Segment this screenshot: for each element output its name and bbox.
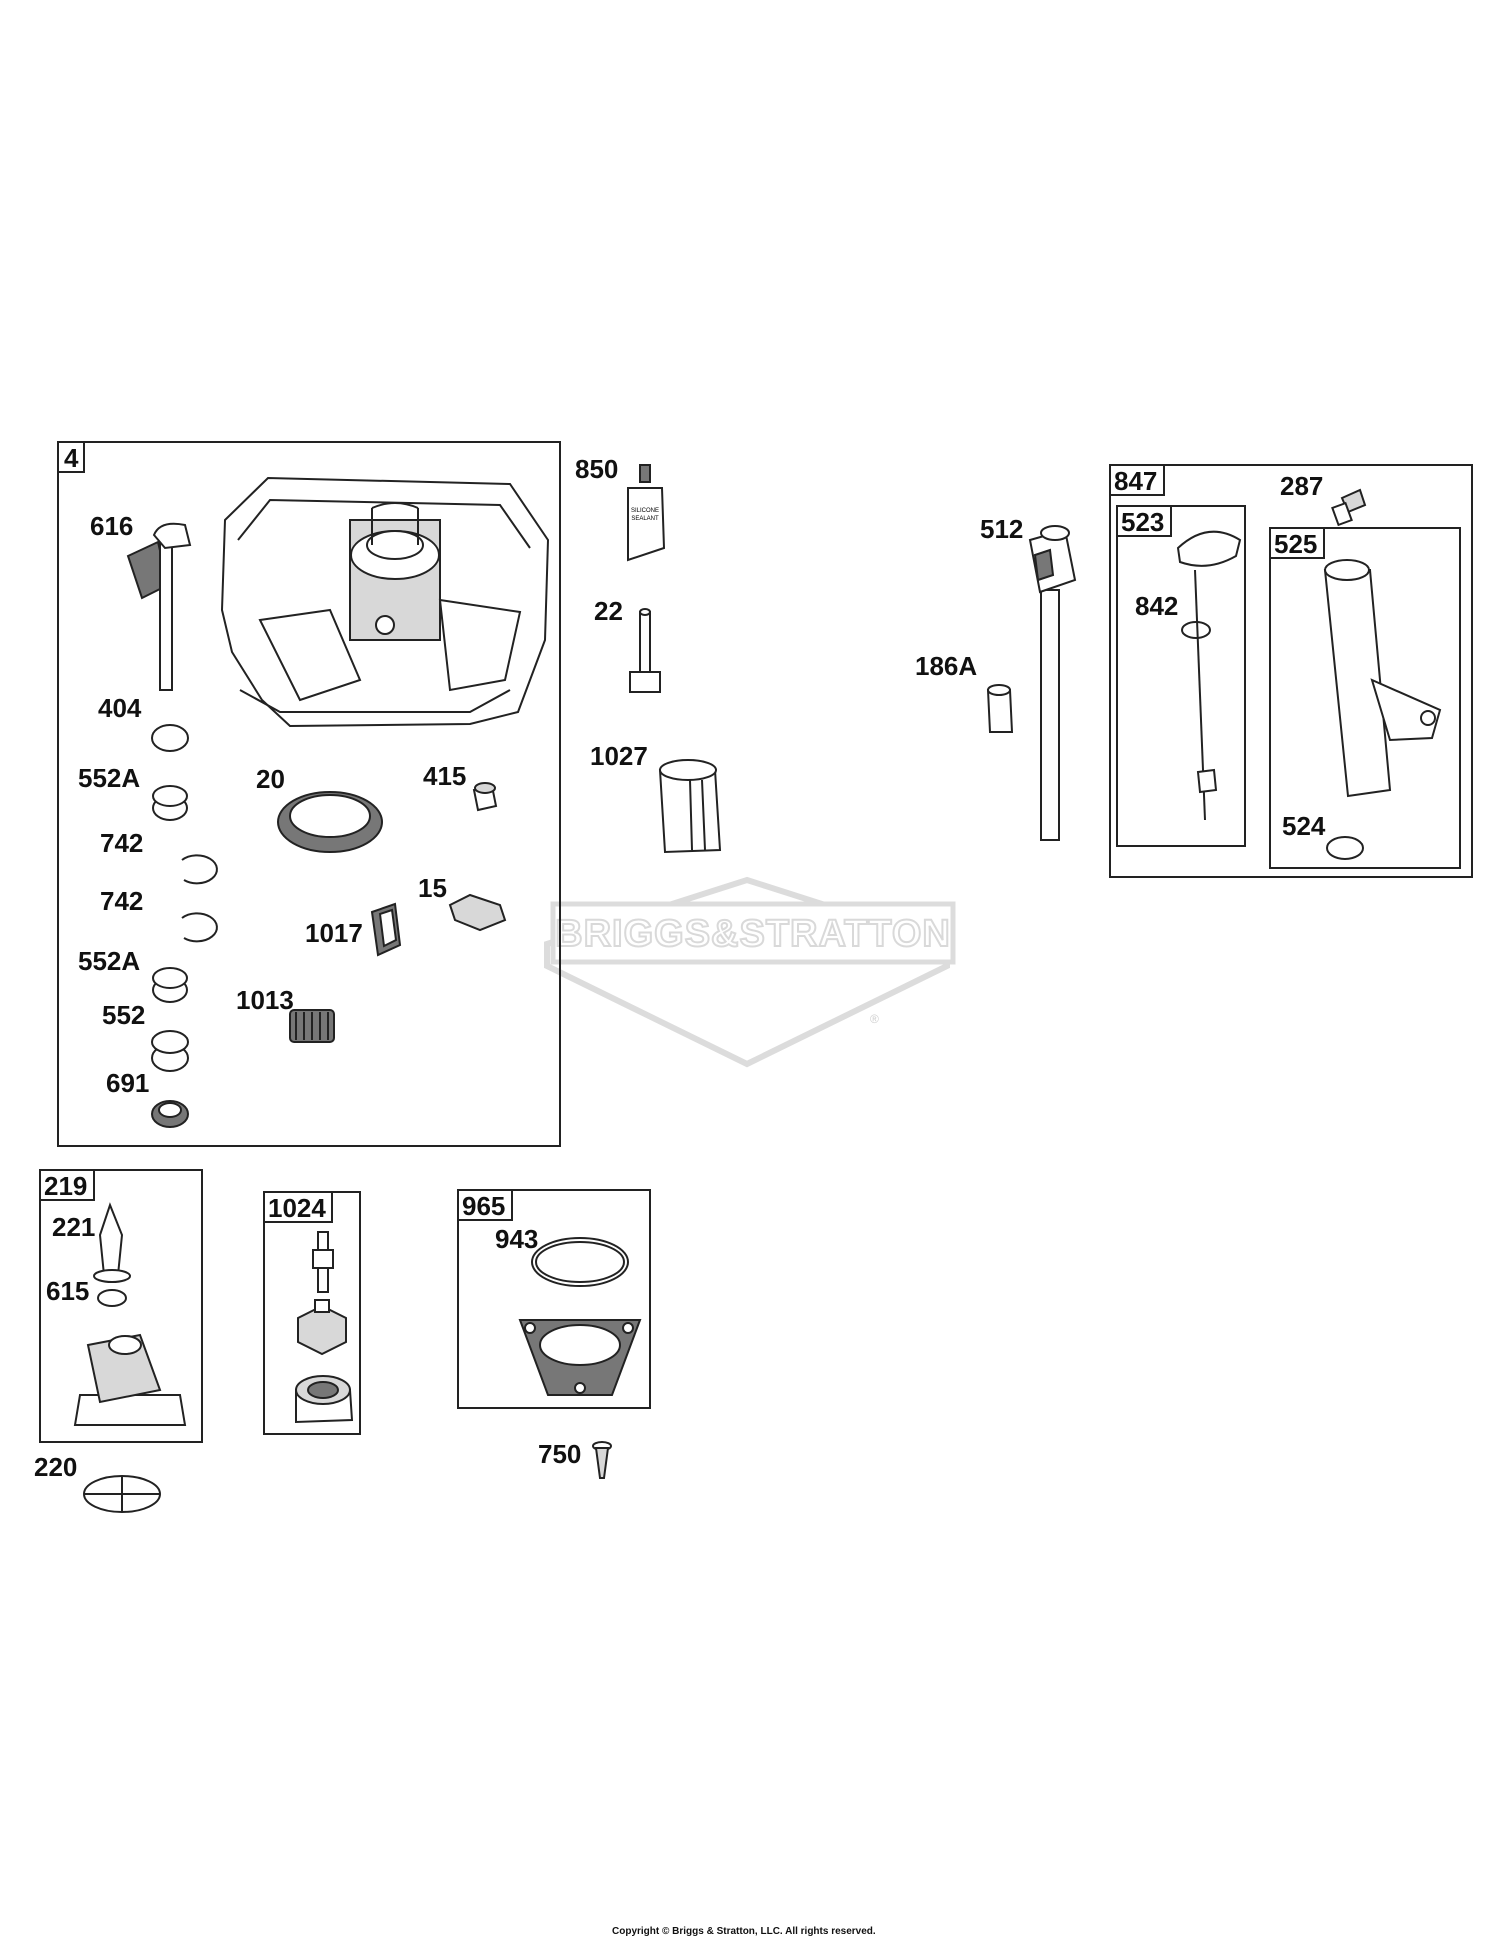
- sealant-tube-text-1: SILICONE: [631, 508, 659, 514]
- label-616: 616: [90, 511, 133, 541]
- sealant-tube-text-2: SEALANT: [631, 516, 659, 522]
- label-404: 404: [98, 693, 142, 723]
- label-186A: 186A: [915, 651, 977, 681]
- o-ring-943-part: [531, 1237, 629, 1287]
- e-ring-742-lower-part: [181, 912, 218, 943]
- screw-287-part: [1331, 488, 1367, 527]
- box-847-tab: [1109, 464, 1165, 496]
- assembly-box-219: [39, 1169, 203, 1443]
- box-525-label: 525: [1274, 529, 1317, 559]
- oil-pump-cover-part: [518, 1319, 642, 1396]
- label-220: 220: [34, 1452, 77, 1482]
- governor-gear-assembly-part: [73, 1333, 187, 1426]
- box-525-tab: [1269, 527, 1325, 559]
- label-415: 415: [423, 761, 466, 791]
- box-219-label: 219: [44, 1171, 87, 1201]
- assembly-box-965: [457, 1189, 651, 1409]
- box-1024-tab: [263, 1191, 333, 1223]
- assembly-box-847: [1109, 464, 1473, 878]
- label-22: 22: [594, 596, 623, 626]
- briggs-stratton-watermark-logo: BRIGGS&STRATTON ®: [544, 876, 956, 1068]
- label-512: 512: [980, 514, 1023, 544]
- box-847-label: 847: [1114, 466, 1157, 496]
- e-ring-742-upper-part: [181, 854, 218, 885]
- label-1013: 1013: [236, 985, 294, 1015]
- plug-15-part: [448, 893, 507, 932]
- bolt-22-part: [629, 608, 661, 693]
- label-20: 20: [256, 764, 285, 794]
- bushing-552A-upper-part: [152, 785, 188, 821]
- label-1017: 1017: [305, 918, 363, 948]
- oil-seal-20-part: [277, 791, 383, 853]
- label-742-upper: 742: [100, 828, 143, 858]
- label-552A-lower: 552A: [78, 946, 140, 976]
- box-965-label: 965: [462, 1191, 505, 1221]
- dipstick-tube-512-part: [1028, 525, 1077, 841]
- screw-750-part: [592, 1441, 612, 1479]
- label-15: 15: [418, 873, 447, 903]
- label-842: 842: [1135, 591, 1178, 621]
- retainer-615-part: [97, 1289, 127, 1307]
- label-221: 221: [52, 1212, 95, 1242]
- oil-pump-rotor-part: [297, 1299, 347, 1356]
- label-287: 287: [1280, 471, 1323, 501]
- label-552A-upper: 552A: [78, 763, 140, 793]
- dipstick-tube-525-part: [1323, 559, 1442, 798]
- watermark-registered-mark: ®: [870, 1012, 879, 1026]
- governor-cup-220-part: [83, 1475, 161, 1513]
- box-4-tab: [57, 441, 85, 473]
- box-523-tab: [1116, 505, 1172, 537]
- washer-404-part: [151, 724, 189, 752]
- label-552: 552: [102, 1000, 145, 1030]
- label-850: 850: [575, 454, 618, 484]
- box-4-label: 4: [64, 443, 79, 473]
- assembly-box-4: [57, 441, 561, 1147]
- bushing-552A-lower-part: [152, 967, 188, 1003]
- grommet-186A-part: [986, 684, 1014, 733]
- o-ring-524-part: [1326, 836, 1364, 860]
- bushing-552-part: [151, 1030, 189, 1072]
- label-691: 691: [106, 1068, 149, 1098]
- crankcase-sump-part: [220, 476, 550, 728]
- oil-pump-shaft-part: [312, 1231, 334, 1293]
- box-219-tab: [39, 1169, 95, 1201]
- assembly-box-523: [1116, 505, 1246, 847]
- oil-filter-1027-part: [658, 759, 722, 854]
- plug-415-part: [472, 782, 498, 812]
- seal-691-part: [151, 1100, 189, 1128]
- dipstick-842-part: [1176, 530, 1242, 821]
- label-524: 524: [1282, 811, 1326, 841]
- label-615: 615: [46, 1276, 89, 1306]
- spring-1013-part: [289, 1009, 335, 1043]
- copyright-notice: Copyright © Briggs & Stratton, LLC. All …: [612, 1926, 876, 1937]
- o-ring-943-inner: [535, 1241, 625, 1283]
- watermark-text: BRIGGS&STRATTON: [555, 913, 951, 955]
- label-742-lower: 742: [100, 886, 143, 916]
- assembly-box-525: [1269, 527, 1461, 869]
- governor-shaft-616-part: [126, 522, 192, 691]
- box-1024-label: 1024: [268, 1193, 326, 1223]
- silicone-sealant-tube-850-part: SILICONE SEALANT: [627, 464, 666, 562]
- oil-pump-housing-part: [295, 1375, 354, 1424]
- governor-pin-221-part: [93, 1202, 131, 1283]
- part-1017: [370, 902, 402, 957]
- label-943: 943: [495, 1224, 538, 1254]
- label-1027: 1027: [590, 741, 648, 771]
- box-965-tab: [457, 1189, 513, 1221]
- box-523-label: 523: [1121, 507, 1164, 537]
- label-750: 750: [538, 1439, 581, 1469]
